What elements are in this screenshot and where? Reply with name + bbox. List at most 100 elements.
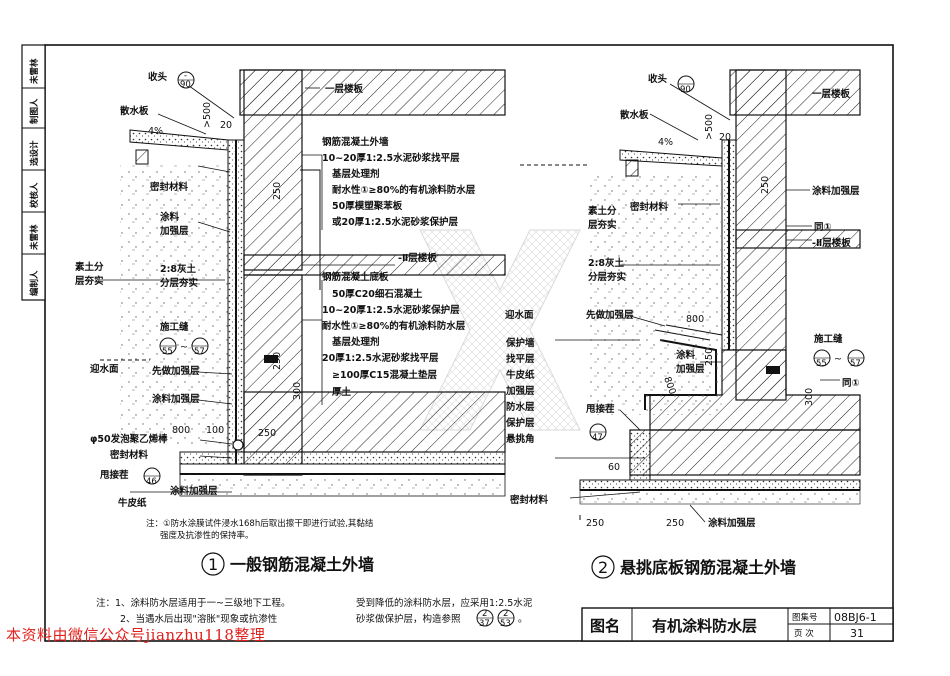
r-label-erceng: -Ⅱ层楼板: [812, 237, 851, 249]
r-dim-500: >500: [704, 114, 715, 140]
label-mifeng2: 密封材料: [109, 449, 149, 461]
title-label-yeci: 页 次: [794, 628, 814, 639]
left-labels: 收头 - 90 一层楼板 散水板 4% >500 20 密封材料 涂料 加强层 …: [74, 71, 476, 576]
label-huitu-b: 分层夯实: [160, 277, 199, 289]
fig-number-1: [201, 552, 225, 576]
dim-20: 20: [220, 120, 232, 131]
r-label-sutu-b: 层夯实: [588, 219, 617, 231]
r-label-tuliao-b: 加强层: [675, 363, 705, 375]
r-list-1: 找平层: [506, 353, 535, 365]
fig-number-1-text: 1: [208, 555, 218, 574]
label-tuliao-jq2: 涂料加强层: [152, 393, 200, 405]
r5: 50厚模塑聚苯板: [332, 200, 403, 212]
right-labels: 收头 90 一层楼板 散水板 4% >500 20 密封材料 涂料加强层 250…: [505, 73, 865, 579]
left-fig-title: 一般钢筋混凝土外墙: [230, 555, 374, 574]
r-label-tong1b: 同①: [842, 378, 860, 389]
right-section-drawing: [520, 69, 861, 520]
label-shuaijiecha: 甩接茬: [99, 469, 129, 481]
r-list-5: 保护层: [505, 417, 535, 429]
r14: ≥100厚C15混凝土垫层: [332, 369, 437, 381]
left-note-line-2: 强度及抗渗性的保持率。: [160, 530, 254, 541]
r12: 基层处理剂: [331, 336, 380, 348]
ref-57-bot: 57: [194, 347, 205, 357]
strip-cell-5: 未雷林: [29, 224, 40, 251]
note-ref-b-top: 2: [503, 609, 508, 619]
r-dim-250-v2: 250: [704, 348, 715, 366]
ref-90-bot: 90: [180, 80, 191, 90]
r4: 耐水性①≥80%的有机涂料防水层: [332, 184, 476, 196]
r-label-huitu-b: 分层夯实: [588, 271, 627, 283]
note-line-2b: 砂浆做保护层，构造参照: [356, 613, 461, 625]
r-label-sanshuiban: 散水板: [620, 109, 649, 121]
title-yeci: 31: [850, 627, 864, 640]
r6: 或20厚1:2.5水泥砂浆保护层: [332, 216, 458, 228]
r-list-0: 保护墙: [505, 337, 535, 349]
strip-cell-3: 选设计: [29, 140, 40, 166]
note-line-1: 注：1、涂料防水层适用于一~三级地下工程。: [96, 597, 291, 609]
r2: 10~20厚1:2.5水泥砂浆找平层: [322, 152, 460, 164]
r9: 50厚C20细石混凝土: [332, 288, 423, 300]
r-dim-800: 800: [686, 314, 704, 325]
left-leaders: [100, 77, 395, 493]
strip-cell-1: 未雷林: [29, 58, 40, 85]
r-dim-250-v: 250: [760, 176, 771, 194]
strip-cell-2: 制图人: [29, 98, 40, 124]
fig-number-2: [591, 555, 615, 579]
ref-90-top: -: [184, 71, 187, 81]
r-dim-300: 300: [804, 388, 815, 406]
r11: 耐水性①≥80%的有机涂料防水层: [322, 320, 466, 332]
r-list-4: 防水层: [506, 401, 535, 413]
note-line-2: 2、当遇水后出现"溶胀"现象或抗渗性: [120, 613, 278, 625]
left-section-drawing: [100, 69, 506, 497]
dim-500: >500: [202, 102, 213, 128]
sheet-frame: [44, 44, 894, 642]
r-label-mifeng: 密封材料: [629, 201, 669, 213]
note-end: 。: [518, 614, 528, 625]
ref-46-bot: 46: [146, 477, 157, 487]
note-ref-a-top: 2: [482, 609, 487, 619]
left-note-line-1: 注：①防水涂膜试件浸水168h后取出擦干即进行试验,其黏结: [146, 518, 373, 529]
r-dim-250-bot-b: 250: [666, 518, 684, 529]
r-ref-47-bot: 47: [592, 433, 603, 443]
r-ref-57-bot: 57: [850, 359, 861, 369]
label-paomo: φ50发泡聚乙烯棒: [90, 433, 168, 445]
note-line-1b: 受到降低的涂料防水层，应采用1:2.5水泥: [356, 597, 533, 609]
ref-tilde: ~: [180, 342, 188, 353]
label-slope: 4%: [148, 126, 163, 137]
label-niupizhi: 牛皮纸: [118, 497, 147, 509]
r7: -Ⅱ层楼板: [398, 252, 437, 264]
r13: 20厚1:2.5水泥砂浆找平层: [322, 352, 439, 364]
r-label-tuliao-a: 涂料: [676, 349, 696, 361]
label-shoutou: 收头: [148, 71, 168, 83]
r-label-shigongfeng: 施工缝: [814, 333, 843, 345]
r-label-yingshuimian: 迎水面: [505, 309, 534, 321]
dim-300: 300: [292, 382, 303, 400]
r-label-mifeng2: 密封材料: [509, 494, 549, 506]
strip-cell-4: 校核人: [29, 182, 40, 208]
r-dim-60: 60: [608, 462, 620, 473]
title-tuming: 有机涂料防水层: [652, 617, 757, 635]
dim-250-v2: 250: [272, 352, 283, 370]
label-shigongfeng: 施工缝: [160, 321, 189, 333]
note-ref-a-bot: 37: [479, 619, 490, 629]
r-label-yicenglouban: 一层楼板: [812, 88, 851, 100]
label-xianzuo: 先做加强层: [152, 365, 200, 377]
note-ref-b-bot: 53: [500, 619, 511, 629]
r-list-3: 加强层: [505, 385, 535, 397]
right-fig-title: 悬挑底板钢筋混凝土外墙: [619, 558, 796, 577]
label-tuliao-b: 加强层: [159, 225, 189, 237]
label-sutu-a: 素土分: [74, 261, 104, 273]
r8: 钢筋混凝土底板: [322, 271, 389, 283]
label-sanshuiban: 散水板: [120, 105, 149, 117]
r-label-huitu-a: 2:8灰土: [588, 257, 625, 269]
r15: 厚土: [332, 386, 352, 398]
title-block: 图名 有机涂料防水层 图集号 08BJ6-1 页 次 31: [581, 607, 894, 642]
r-ref-55-bot: 55: [816, 359, 827, 369]
right-leaders: [555, 83, 840, 523]
r-dim-20: 20: [719, 132, 731, 143]
label-yingshuimian: 迎水面: [90, 363, 119, 375]
label-tuliao-jq3: 涂料加强层: [170, 485, 218, 497]
title-tujihao: 08BJ6-1: [834, 611, 877, 624]
approval-strip: 未雷林 制图人 选设计 校核人 未雷林 编制人: [21, 44, 46, 301]
r-label-sutu-a: 素土分: [587, 205, 617, 217]
